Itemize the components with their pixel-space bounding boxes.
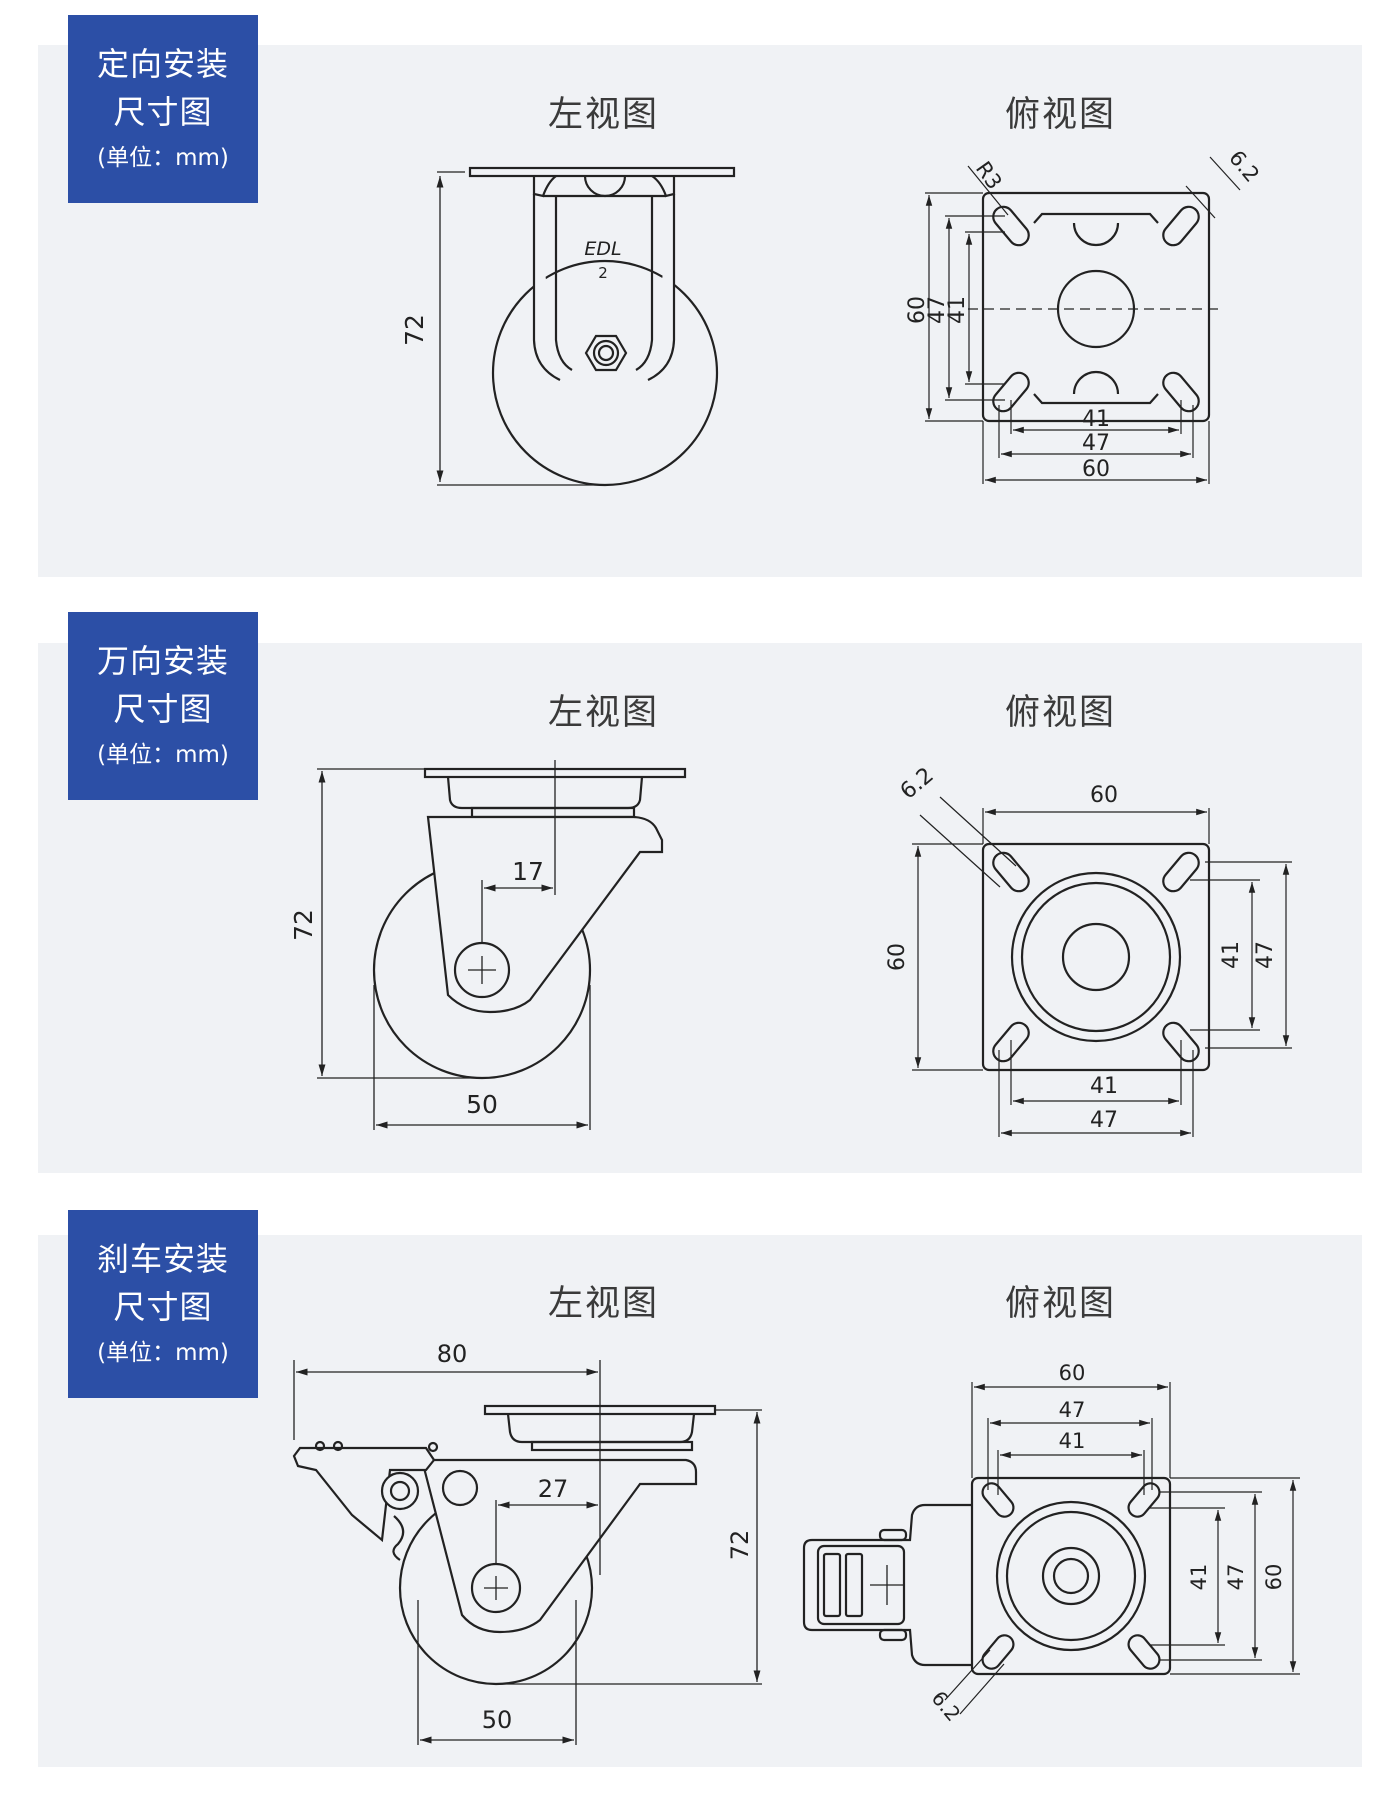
swivel-left-view-drawing xyxy=(317,760,687,1130)
fixed-logo: EDL xyxy=(584,238,621,260)
left-view-title: 左视图 xyxy=(548,693,660,733)
dim-brake-top-v47: 47 xyxy=(1224,1564,1248,1591)
brake-left-view-drawing xyxy=(292,1360,762,1745)
slot xyxy=(1162,851,1200,893)
dim-fixed-top-v47: 47 xyxy=(925,296,950,324)
slot xyxy=(1127,1634,1161,1670)
left-view-title: 左视图 xyxy=(548,1284,660,1324)
slot xyxy=(1162,1021,1200,1063)
slot xyxy=(1162,205,1200,247)
slot xyxy=(992,1021,1030,1063)
fixed-left-view-drawing xyxy=(436,166,736,487)
dim-brake-top-w60: 60 xyxy=(1059,1361,1086,1385)
dim-brake-wheel: 50 xyxy=(482,1706,513,1734)
dim-swivel-wheel: 50 xyxy=(466,1090,498,1119)
section-unit: (单位：mm) xyxy=(97,145,229,171)
swivel-center-hole xyxy=(1061,922,1131,992)
dim-fixed-top-h60: 60 xyxy=(1082,457,1110,482)
fixed-wheel xyxy=(491,259,719,487)
section-tag-swivel: 万向安装 尺寸图 (单位：mm) xyxy=(68,612,258,800)
dim-swivel-height: 72 xyxy=(289,909,318,941)
panel-brake xyxy=(38,1235,1362,1767)
dim-brake-top-w47: 47 xyxy=(1059,1398,1086,1422)
dim-brake-slot: 6.2 xyxy=(927,1686,966,1726)
top-view-title: 俯视图 xyxy=(1005,95,1117,135)
dim-fixed-top-h41: 41 xyxy=(1082,407,1110,432)
dim-brake-top-v41: 41 xyxy=(1187,1564,1211,1591)
swivel-mount-plate xyxy=(981,842,1211,1072)
fixed-top-view-drawing xyxy=(925,156,1241,484)
dim-fixed-height: 72 xyxy=(400,314,429,346)
dim-swivel-slot: 6.2 xyxy=(896,763,939,805)
slot xyxy=(992,371,1030,413)
section-subtitle: 尺寸图 xyxy=(113,93,213,131)
dim-swivel-top-h47: 47 xyxy=(1090,1108,1118,1133)
swivel-top-view-drawing xyxy=(912,796,1292,1137)
dim-fixed-slot: 6.2 xyxy=(1224,146,1264,187)
fixed-mount-plate xyxy=(981,191,1211,423)
slot xyxy=(981,1482,1015,1518)
swivel-fork xyxy=(426,815,664,1014)
fixed-logo-number: 2 xyxy=(598,264,608,282)
brake-top-view-drawing xyxy=(802,1382,1300,1715)
swivel-axle xyxy=(453,941,511,999)
section-tag-brake: 刹车安装 尺寸图 (单位：mm) xyxy=(68,1210,258,1398)
top-view-title: 俯视图 xyxy=(1005,1284,1117,1324)
section-title: 定向安装 xyxy=(96,45,229,83)
top-view-title: 俯视图 xyxy=(1005,693,1117,733)
dim-brake-top-v60: 60 xyxy=(1262,1564,1286,1591)
brake-mount-plate xyxy=(970,1476,1172,1676)
dim-brake-height: 72 xyxy=(726,1530,754,1561)
dim-swivel-offset: 17 xyxy=(512,857,544,886)
fixed-axle-nut xyxy=(584,334,628,372)
dim-brake-top-w41: 41 xyxy=(1059,1429,1086,1453)
section-unit: (单位：mm) xyxy=(97,1340,229,1366)
left-view-title: 左视图 xyxy=(548,95,660,135)
fixed-center-hole xyxy=(1056,269,1136,349)
slot xyxy=(992,851,1030,893)
slot xyxy=(1127,1482,1161,1518)
section-subtitle: 尺寸图 xyxy=(113,690,213,728)
section-unit: (单位：mm) xyxy=(97,742,229,768)
section-title: 刹车安装 xyxy=(96,1240,229,1278)
fixed-fork xyxy=(532,175,676,198)
section-title: 万向安装 xyxy=(96,642,229,680)
dim-swivel-top-w60: 60 xyxy=(1090,783,1118,808)
section-subtitle: 尺寸图 xyxy=(113,1288,213,1326)
dim-fixed-top-h47: 47 xyxy=(1082,431,1110,456)
dim-fixed-radius: R3 xyxy=(971,157,1007,194)
dim-swivel-top-v41: 41 xyxy=(1219,941,1244,969)
dim-swivel-top-v47: 47 xyxy=(1253,941,1278,969)
fixed-top-plate xyxy=(468,166,736,178)
brake-fork xyxy=(420,1458,698,1634)
dim-fixed-top-v41: 41 xyxy=(945,296,970,324)
section-tag-fixed: 定向安装 尺寸图 (单位：mm) xyxy=(68,15,258,203)
brake-pedal xyxy=(292,1446,436,1543)
brake-pedal-top xyxy=(802,1503,972,1667)
panel-fixed xyxy=(38,45,1362,577)
slot xyxy=(981,1634,1015,1670)
dim-brake-offset: 27 xyxy=(538,1475,569,1503)
slot xyxy=(1162,371,1200,413)
dim-swivel-top-h41: 41 xyxy=(1090,1074,1118,1099)
dim-fixed-top-v60: 60 xyxy=(905,296,930,324)
slot xyxy=(992,205,1030,247)
dim-brake-length: 80 xyxy=(437,1340,468,1368)
panel-swivel xyxy=(38,643,1362,1173)
dim-swivel-top-h60: 60 xyxy=(885,943,910,971)
